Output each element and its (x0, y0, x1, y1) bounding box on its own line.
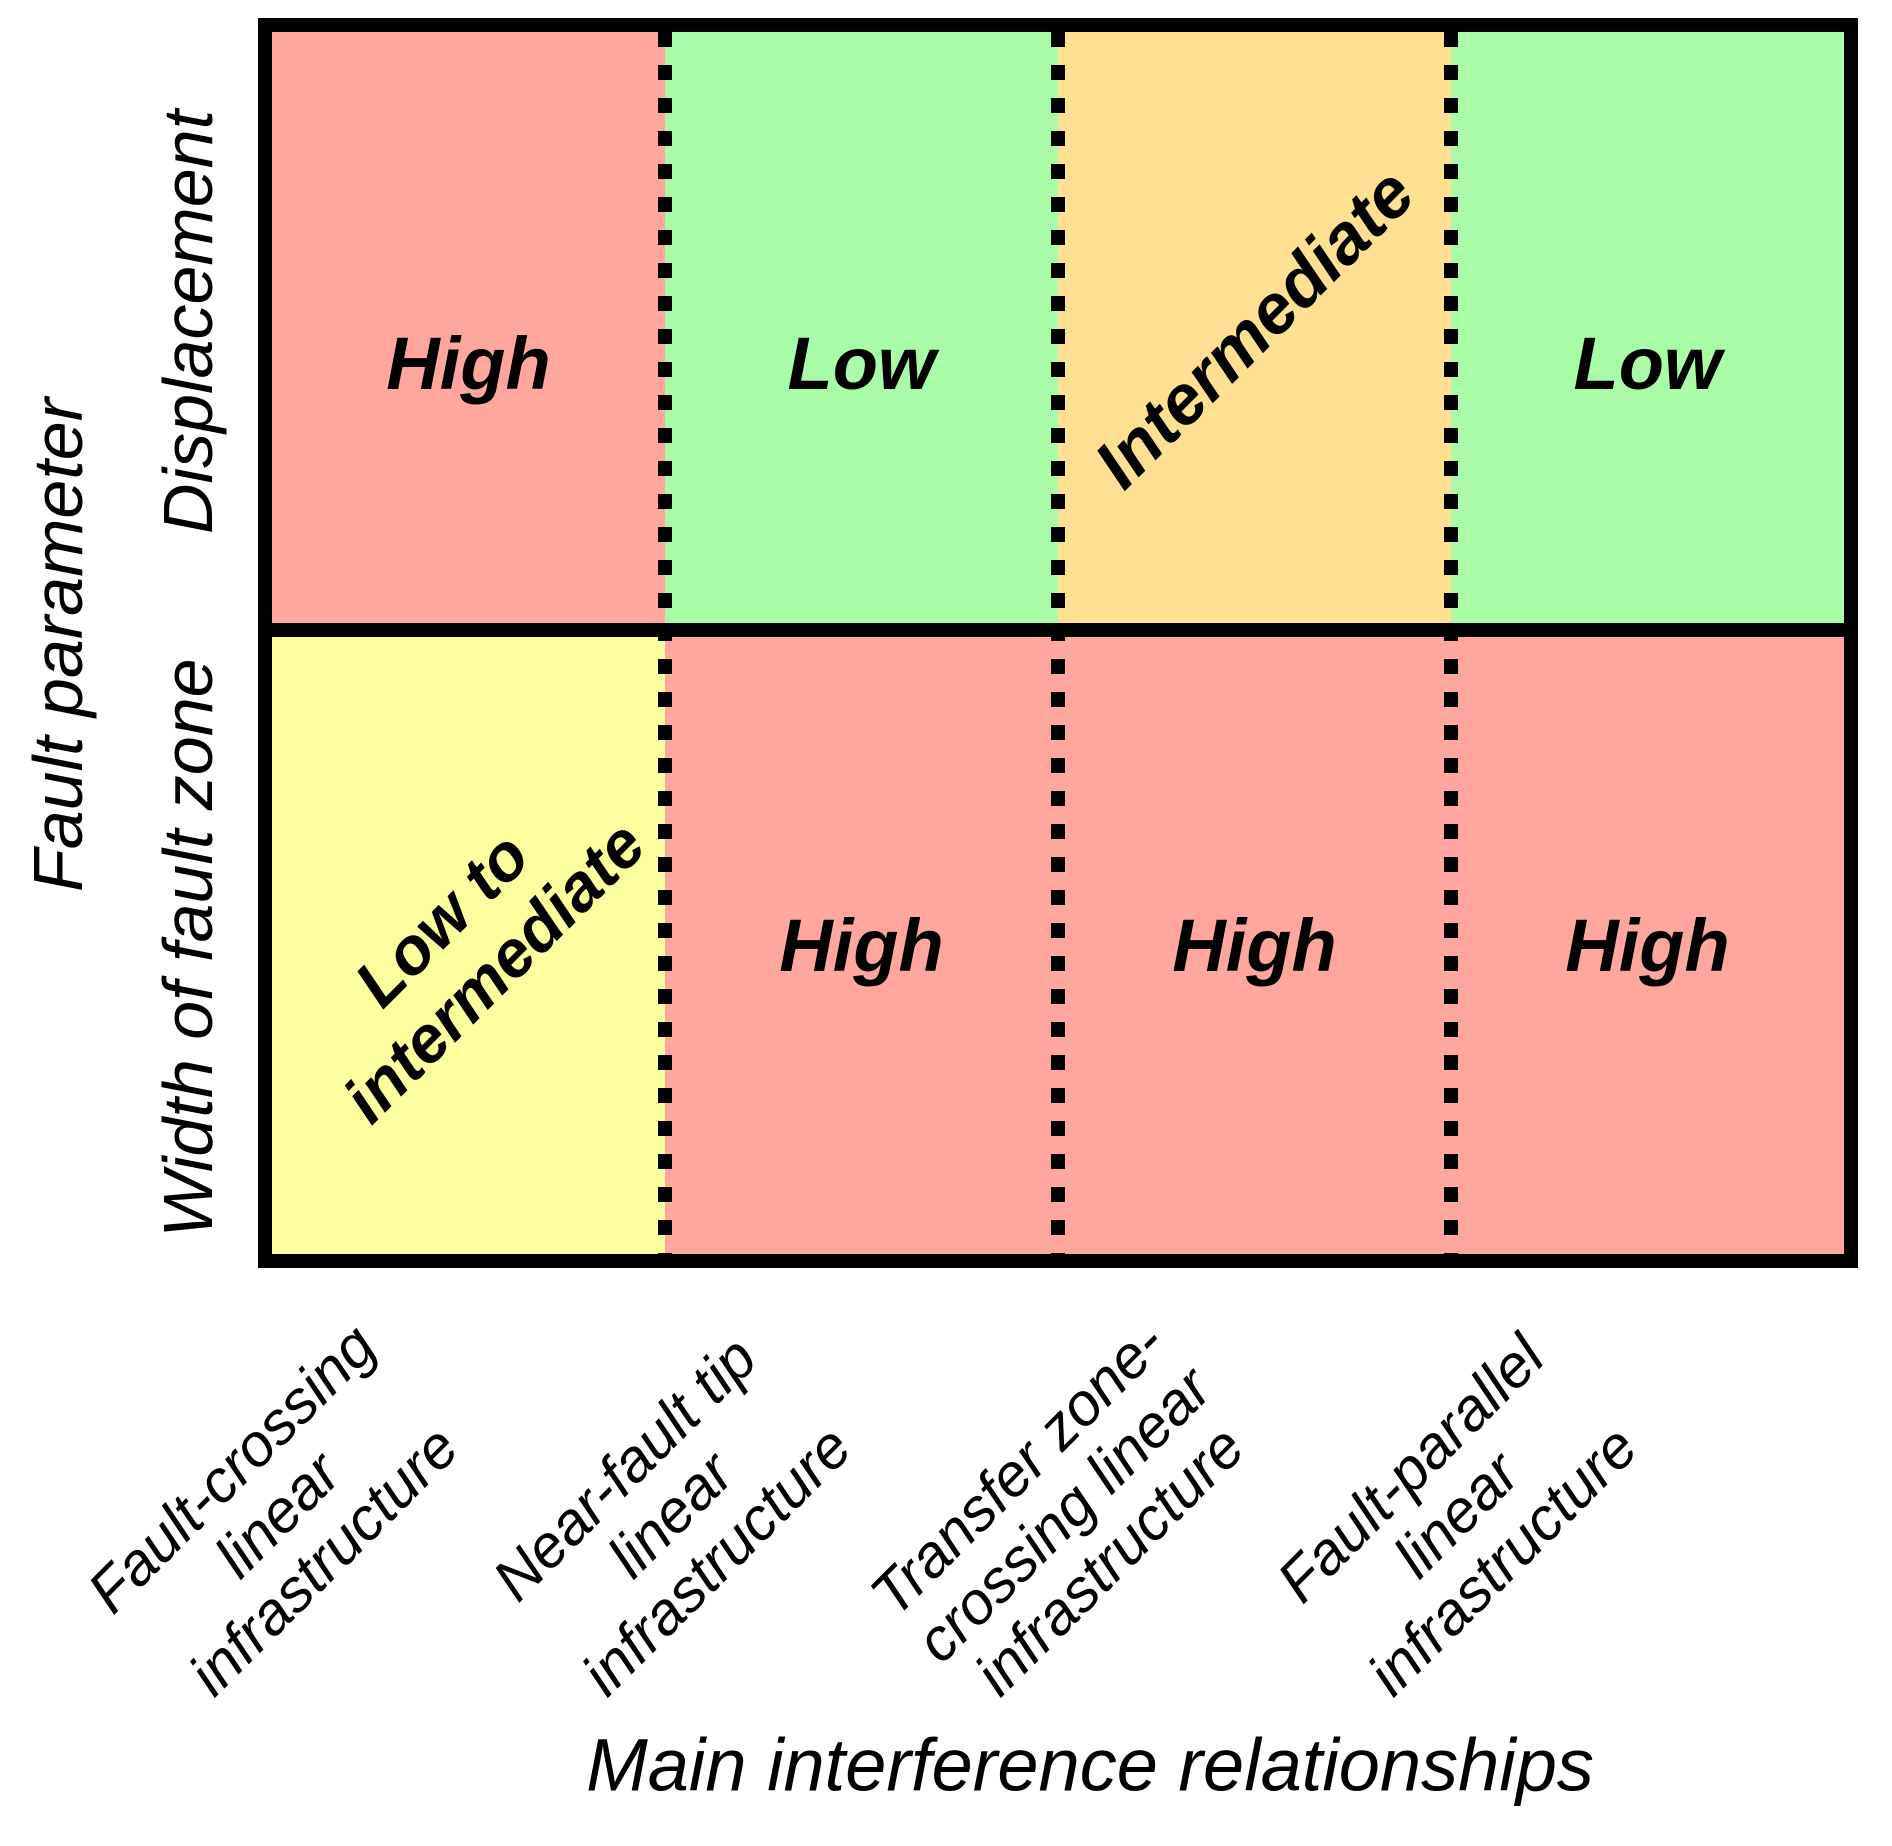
row-label-displacement: Displacement (149, 109, 227, 535)
cell-value: Low to intermediate (277, 754, 659, 1136)
cell-width-fault-parallel: High (1451, 637, 1844, 1254)
cell-value: Intermediate (1079, 152, 1430, 503)
cell-value: High (386, 321, 551, 405)
cell-width-fault-crossing: Low to intermediate (272, 637, 665, 1254)
cell-displacement-fault-parallel: Low (1451, 32, 1844, 623)
cell-value: Low (787, 321, 936, 405)
cell-value: Low (1573, 321, 1722, 405)
cell-displacement-near-fault-tip: Low (665, 32, 1058, 623)
cell-width-transfer-zone: High (1058, 637, 1451, 1254)
column-label-fault-crossing: Fault-crossing linear infrastructure (75, 1312, 480, 1717)
x-axis-title: Main interference relationships (586, 1723, 1594, 1807)
cell-width-near-fault-tip: High (665, 637, 1058, 1254)
matrix-grid: High Low Intermediate Low Low to interme… (258, 18, 1858, 1268)
column-divider-dashed-1 (658, 32, 672, 1254)
cell-value: High (1565, 903, 1730, 987)
column-label-fault-parallel: Fault-parallel linear infrastructure (1264, 1322, 1649, 1707)
row-label-width-of-fault-zone: Width of fault zone (149, 658, 227, 1238)
y-axis-title: Fault parameter (19, 397, 97, 893)
cell-value: High (779, 903, 944, 987)
cell-displacement-fault-crossing: High (272, 32, 665, 623)
column-divider-dashed-2 (1051, 32, 1065, 1254)
column-label-transfer-zone: Transfer zone- crossing linear infrastru… (857, 1308, 1270, 1721)
cell-value: High (1172, 903, 1337, 987)
column-label-near-fault-tip: Near-fault tip linear infrastructure (478, 1322, 864, 1708)
column-divider-dashed-3 (1444, 32, 1458, 1254)
cell-displacement-transfer-zone: Intermediate (1058, 32, 1451, 623)
